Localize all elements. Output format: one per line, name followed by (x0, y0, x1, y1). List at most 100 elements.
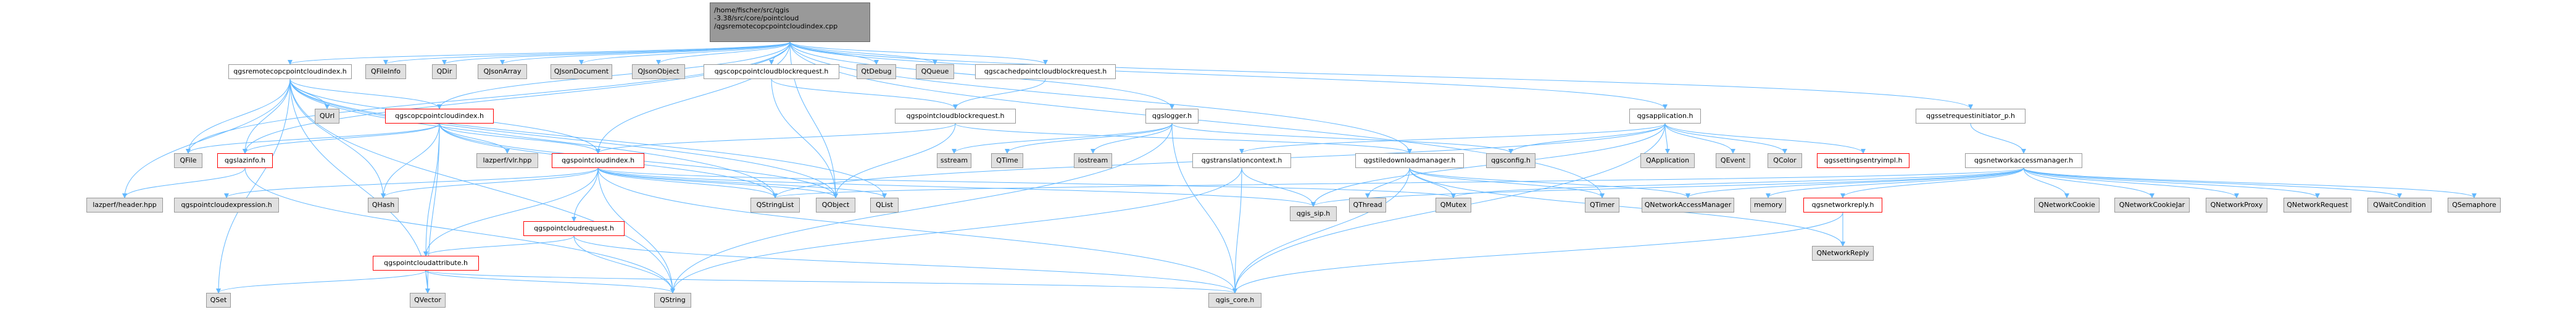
node-qnetworkcookie[interactable]: QNetworkCookie (2034, 198, 2100, 213)
edge-qgsnetworkaccessmanager_h-to-QNetworkCookieJar (2023, 167, 2154, 198)
edge-root-to-QFileInfo (383, 41, 791, 65)
node-qgis-sip-h[interactable]: qgis_sip.h (1290, 206, 1337, 221)
node-qtime[interactable]: QTime (991, 153, 1023, 168)
node-qcolor[interactable]: QColor (1768, 153, 1802, 168)
edge-qgsremotecopcpointcloudindex_h-to-qgslazinfo_h (243, 78, 291, 154)
edge-root-to-qgstiledownloadmanager_h (789, 41, 1412, 154)
dependency-edges (122, 41, 2477, 293)
edge-qgslogger_h-to-QString (670, 123, 1173, 293)
node-qgslazinfo-h[interactable]: qgslazinfo.h (217, 153, 273, 168)
node-qwaitcondition[interactable]: QWaitCondition (2367, 198, 2432, 213)
edge-qgsremotecopcpointcloudindex_h-to-QString (289, 78, 675, 293)
edge-qgscopcpointcloudindex_h-to-QHash (381, 123, 440, 198)
edge-qgsremotecopcpointcloudindex_h-to-lazperf_header_hpp (122, 78, 291, 198)
edge-qgsremotecopcpointcloudindex_h-to-QHash (289, 78, 386, 198)
edge-qgsnetworkreply_h-to-qgis_core_h (1232, 212, 1843, 293)
node-qgsnetworkreply-h[interactable]: qgsnetworkreply.h (1803, 198, 1882, 213)
edge-qgsnetworkaccessmanager_h-to-memory (1766, 167, 2024, 198)
node-qgspointcloudblockrequest-h[interactable]: qgspointcloudblockrequest.h (895, 109, 1016, 124)
edge-qgspointcloudindex_h-to-QStringList (597, 167, 778, 198)
node-qgssettingsentryimpl-h[interactable]: qgssettingsentryimpl.h (1817, 153, 1909, 168)
node-qgscachedpointcloudblockrequest-h[interactable]: qgscachedpointcloudblockrequest.h (975, 64, 1116, 79)
node-lazperf-vlr-hpp[interactable]: lazperf/vlr.hpp (476, 153, 538, 168)
edge-qgstiledownloadmanager_h-to-QNetworkAccessManager (1409, 167, 1690, 198)
node-root-file[interactable]: /home/fischer/src/qgis -3.38/src/core/po… (710, 2, 870, 42)
node-qgspointcloudexpression-h[interactable]: qgspointcloudexpression.h (174, 198, 279, 213)
node-qgspointcloudrequest-h[interactable]: qgspointcloudrequest.h (523, 221, 625, 236)
node-qsemaphore[interactable]: QSemaphore (2448, 198, 2501, 213)
node-qset[interactable]: QSet (206, 293, 231, 308)
edge-qgslazinfo_h-to-lazperf_header_hpp (122, 167, 246, 198)
node-qgslogger-h[interactable]: qgslogger.h (1145, 109, 1199, 124)
node-qgsnetworkaccessmanager-h[interactable]: qgsnetworkaccessmanager.h (1965, 153, 2082, 168)
node-qgstranslationcontext-h[interactable]: qgstranslationcontext.h (1192, 153, 1291, 168)
node-qgis-core-h[interactable]: qgis_core.h (1208, 293, 1261, 308)
node-qnetworkrequest[interactable]: QNetworkRequest (2283, 198, 2351, 213)
node-memory[interactable]: memory (1750, 198, 1786, 213)
node-qvector[interactable]: QVector (410, 293, 446, 308)
node-qapplication[interactable]: QApplication (1640, 153, 1695, 168)
node-qstringlist[interactable]: QStringList (750, 198, 800, 213)
node-qtdebug[interactable]: QtDebug (857, 64, 896, 79)
node-qobject[interactable]: QObject (816, 198, 855, 213)
node-qgspointcloudattribute-h[interactable]: qgspointcloudattribute.h (373, 256, 479, 271)
edge-qgsapplication_h-to-qgsconfig_h (1508, 123, 1666, 154)
edge-qgspointcloudrequest_h-to-qgspointcloudattribute_h (423, 235, 575, 256)
edge-qgspointcloudattribute_h-to-QSet (216, 270, 426, 293)
edge-root-to-qgslazinfo_h (243, 41, 791, 154)
node-qgscopcpointcloudblockrequest-h[interactable]: qgscopcpointcloudblockrequest.h (704, 64, 839, 79)
node-qjsonobject[interactable]: QJsonObject (632, 64, 685, 79)
edge-root-to-qgsremotecopcpointcloudindex_h (288, 41, 791, 65)
node-qstring[interactable]: QString (654, 293, 691, 308)
edge-qgspointcloudblockrequest_h-to-qgspointcloudindex_h (596, 123, 956, 154)
node-qgstiledownloadmanager-h[interactable]: qgstiledownloadmanager.h (1355, 153, 1464, 168)
edge-qgslogger_h-to-sstream (952, 123, 1173, 154)
edge-qgsremotecopcpointcloudindex_h-to-QStringList (289, 78, 778, 198)
node-qgssetrequestinitiator-p-h[interactable]: qgssetrequestinitiator_p.h (1916, 109, 2025, 124)
node-qlist[interactable]: QList (870, 198, 899, 213)
node-qnetworkproxy[interactable]: QNetworkProxy (2206, 198, 2267, 213)
node-qtimer[interactable]: QTimer (1585, 198, 1619, 213)
edge-root-to-QJsonDocument (579, 41, 791, 65)
edge-qgspointcloudindex_h-to-QMutex (597, 167, 1456, 198)
edge-qgsremotecopcpointcloudindex_h-to-QFile (186, 78, 291, 154)
node-qjsonarray[interactable]: QJsonArray (478, 64, 527, 79)
edge-root-to-qgsapplication_h (789, 41, 1668, 109)
edge-root-to-qgspointcloudindex_h (596, 41, 791, 154)
node-qmutex[interactable]: QMutex (1435, 198, 1471, 213)
edge-root-to-QJsonArray (500, 41, 791, 65)
node-qgscopcpointcloudindex-h[interactable]: qgscopcpointcloudindex.h (385, 109, 494, 124)
edge-qgslogger_h-to-iostream (1091, 123, 1173, 154)
node-qjsondocument[interactable]: QJsonDocument (551, 64, 612, 79)
node-qevent[interactable]: QEvent (1716, 153, 1750, 168)
node-qfile[interactable]: QFile (174, 153, 202, 168)
edge-qgsnetworkaccessmanager_h-to-QMutex (1451, 167, 2024, 198)
edge-qgsapplication_h-to-qgstranslationcontext_h (1239, 123, 1666, 154)
edge-qgspointcloudrequest_h-to-QString (573, 235, 675, 293)
node-iostream[interactable]: iostream (1074, 153, 1112, 168)
node-lazperf-header-hpp[interactable]: lazperf/header.hpp (86, 198, 163, 213)
node-sstream[interactable]: sstream (937, 153, 971, 168)
node-qnetworkreply[interactable]: QNetworkReply (1812, 246, 1874, 261)
edge-qgspointcloudindex_h-to-qgspointcloudrequest_h (571, 167, 599, 222)
edge-qgstranslationcontext_h-to-qgis_sip_h (1241, 167, 1316, 207)
node-qdir[interactable]: QDir (432, 64, 457, 79)
edge-qgspointcloudblockrequest_h-to-QObject (833, 123, 956, 198)
node-qgsconfig-h[interactable]: qgsconfig.h (1486, 153, 1535, 168)
node-qhash[interactable]: QHash (368, 198, 399, 213)
node-qgsremotecopcpointcloudindex-h[interactable]: qgsremotecopcpointcloudindex.h (228, 64, 352, 79)
edge-qgstranslationcontext_h-to-qgis_core_h (1232, 167, 1242, 293)
node-qfileinfo[interactable]: QFileInfo (365, 64, 406, 79)
node-qnetworkaccessmanager[interactable]: QNetworkAccessManager (1642, 198, 1734, 213)
node-qgspointcloudindex-h[interactable]: qgspointcloudindex.h (552, 153, 644, 168)
node-qgsapplication-h[interactable]: qgsapplication.h (1629, 109, 1701, 124)
node-qurl[interactable]: QUrl (315, 109, 339, 124)
edge-qgspointcloudindex_h-to-QString (597, 167, 675, 293)
node-qnetworkcookiejar[interactable]: QNetworkCookieJar (2114, 198, 2190, 213)
node-qqueue[interactable]: QQueue (916, 64, 954, 79)
edge-qgsapplication_h-to-qgssettingsentryimpl_h (1664, 123, 1866, 154)
node-qthread[interactable]: QThread (1349, 198, 1386, 213)
edge-qgscopcpointcloudblockrequest_h-to-QObject (771, 78, 838, 198)
edge-qgsnetworkaccessmanager_h-to-QSemaphore (2023, 167, 2477, 198)
